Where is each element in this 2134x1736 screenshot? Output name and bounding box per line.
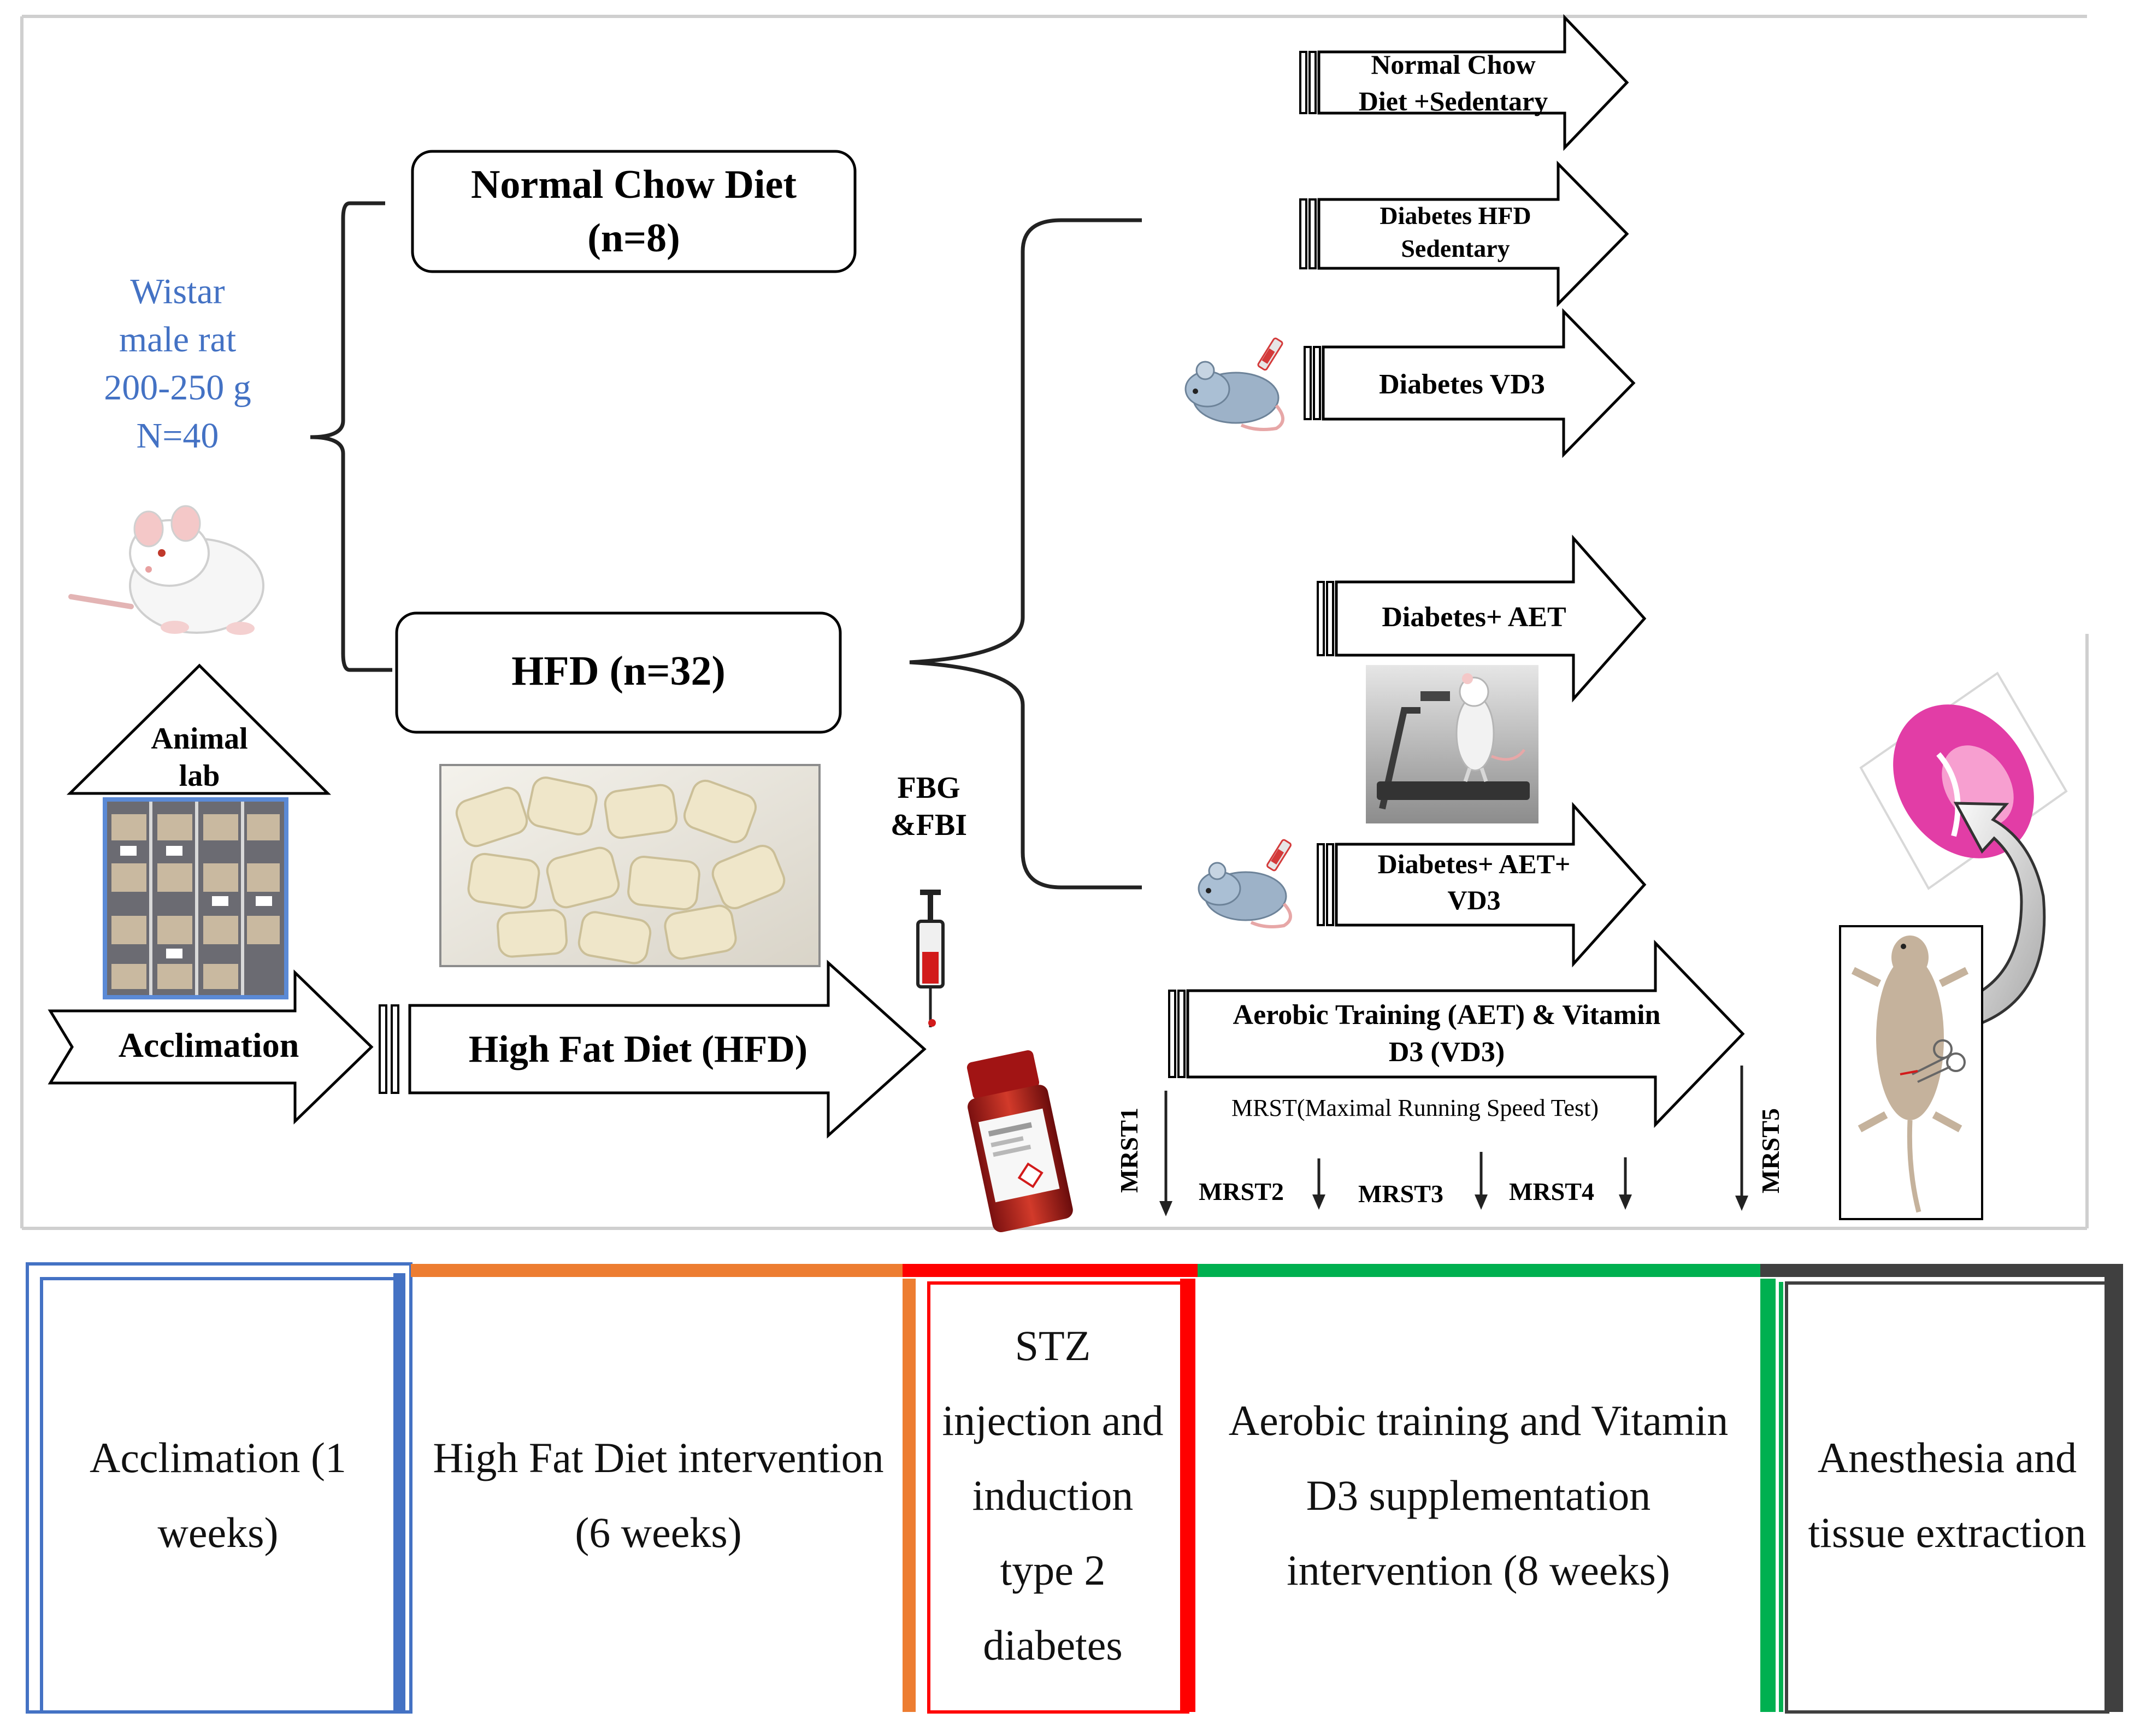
- phase-label-acclimation: Acclimation (1 weeks): [89, 1434, 347, 1556]
- outcome-group-2-line2: Sedentary: [1401, 234, 1510, 262]
- phase-panel-acclimation: [26, 1262, 412, 1714]
- subjects-label: Wistar male rat 200-250 g N=40: [60, 268, 295, 460]
- mrst3-label: MRST3: [1358, 1180, 1443, 1208]
- hfd-box: HFD (n=32): [395, 611, 842, 734]
- mouse-syringe-icon-2: [1198, 839, 1292, 928]
- animal-lab-line1: Animal: [151, 722, 247, 756]
- phase-label-stz: STZ injection and induction type 2 diabe…: [942, 1321, 1164, 1669]
- outcome-group-4-line1: Diabetes+ AET: [1382, 602, 1566, 633]
- outcome-arrow-diabetes-aet-vd3: Diabetes+ AET+ VD3: [1317, 802, 1647, 968]
- subjects-line2: male rat: [119, 320, 237, 360]
- mrst1-label: MRST1: [1115, 1108, 1143, 1193]
- treadmill-rat-icon: [1366, 665, 1538, 823]
- mrst2-label: MRST2: [1199, 1178, 1284, 1205]
- phase-panel-aet-vd3: [1198, 1264, 1783, 1712]
- phase-label-anesthesia: Anesthesia and tissue extraction: [1808, 1434, 2086, 1556]
- outcome-group-1-line1: Normal Chow: [1371, 49, 1535, 80]
- outcome-arrow-diabetes-vd3: Diabetes VD3: [1304, 308, 1636, 458]
- dissected-rat-icon: [1839, 925, 1983, 1220]
- outcome-group-1-line2: Diet +Sedentary: [1359, 86, 1548, 116]
- mouse-syringe-icon-1: [1184, 337, 1284, 431]
- hfd-box-label: HFD (n=32): [511, 648, 726, 694]
- outcome-group-5-line2: VD3: [1447, 885, 1500, 915]
- wistar-brace: [310, 201, 392, 672]
- hfd-pellets-photo: [439, 764, 821, 967]
- subjects-line3: 200-250 g: [104, 368, 251, 408]
- normal-chow-diet-box: Normal Chow Diet (n=8): [411, 150, 857, 273]
- acclimation-arrow: Acclimation: [48, 969, 374, 1125]
- animal-lab-house: Animal lab: [66, 663, 332, 795]
- heart-tissue-icon: [1859, 672, 2068, 890]
- subjects-line1: Wistar: [130, 272, 225, 311]
- normal-chow-diet-line1: Normal Chow Diet: [471, 162, 797, 207]
- curved-arrow-icon: [1943, 802, 2046, 1034]
- acclimation-arrow-label: Acclimation: [119, 1026, 299, 1064]
- phase-panel-high-fat-diet: [411, 1264, 916, 1712]
- outcome-arrow-normal-chow-sedentary: Normal Chow Diet +Sedentary: [1299, 14, 1629, 151]
- rack-photo: [103, 797, 288, 999]
- outcome-arrow-diabetes-aet: Diabetes+ AET: [1317, 534, 1647, 703]
- phase-panel-anesthesia: [1760, 1264, 2123, 1714]
- aet-vd3-line2: D3 (VD3): [1389, 1037, 1505, 1068]
- animal-lab-line2: lab: [179, 759, 220, 793]
- fbg-line2: &FBI: [891, 808, 967, 842]
- rat-icon: [68, 505, 264, 635]
- mrst-markers: MRST1 MRST2 MRST3 MRST4 MRST5: [1115, 1066, 1784, 1216]
- upper-panel-frame: [20, 15, 2089, 1230]
- mrst-caption: MRST(Maximal Running Speed Test): [1231, 1094, 1599, 1121]
- mrst4-label: MRST4: [1509, 1178, 1594, 1205]
- stz-bottle-icon: [966, 1050, 1073, 1232]
- mrst5-label: MRST5: [1756, 1108, 1784, 1193]
- phase-label-high-fat-diet: High Fat Diet intervention (6 weeks): [433, 1434, 884, 1556]
- aet-vd3-line1: Aerobic Training (AET) & Vitamin: [1233, 999, 1661, 1031]
- high-fat-diet-arrow: High Fat Diet (HFD): [379, 960, 927, 1139]
- phase-panel-stz: [903, 1264, 1198, 1714]
- outcome-group-5-line1: Diabetes+ AET+: [1378, 849, 1571, 879]
- high-fat-diet-arrow-label: High Fat Diet (HFD): [469, 1028, 807, 1070]
- subjects-line4: N=40: [136, 416, 219, 456]
- aet-vd3-arrow: Aerobic Training (AET) & Vitamin D3 (VD3…: [1168, 939, 1745, 1128]
- phase-label-aet-vd3: Aerobic training and Vitamin D3 suppleme…: [1228, 1396, 1729, 1594]
- normal-chow-diet-line2: (n=8): [587, 216, 680, 261]
- syringe-icon: [916, 890, 945, 1027]
- outcome-group-2-line1: Diabetes HFD: [1380, 202, 1531, 229]
- outcome-group-3-line1: Diabetes VD3: [1379, 369, 1545, 400]
- fbg-line1: FBG: [897, 771, 960, 805]
- group-brace: [909, 218, 1142, 890]
- phase-timeline: [26, 1262, 2123, 1714]
- outcome-arrow-diabetes-hfd-sedentary: Diabetes HFD Sedentary: [1299, 160, 1629, 308]
